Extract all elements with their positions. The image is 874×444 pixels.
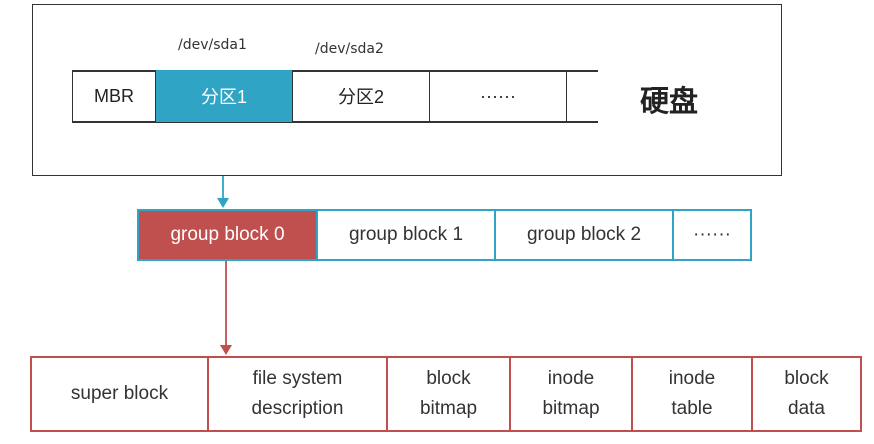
group-block-more: ······ [672,211,750,259]
structure-inode-table-line-1: inode [668,368,716,389]
partition-mbr: MBR [72,70,155,122]
structure-fs-description-line-1: file system [252,368,343,389]
structure-fs-description-line-2: description [251,398,344,419]
disk-title: 硬盘 [640,84,699,118]
partition-1: 分区1 [155,70,292,122]
group-block-row: group block 0 group block 1 group block … [137,209,752,261]
device-label-sda2: /dev/sda2 [315,41,384,57]
group-structure-row: super block file system description bloc… [30,356,862,432]
group-block-0-label: group block 0 [170,224,285,245]
structure-super-block: super block [32,358,207,430]
arrow-group-to-structure [220,261,232,355]
structure-block-data: block data [751,358,860,430]
group-block-2: group block 2 [494,211,672,259]
group-block-1: group block 1 [316,211,494,259]
structure-block-bitmap-line-1: block [426,368,471,389]
device-label-sda1: /dev/sda1 [178,37,247,53]
structure-block-bitmap: block bitmap [386,358,509,430]
structure-inode-bitmap: inode bitmap [509,358,631,430]
structure-fs-description: file system description [207,358,386,430]
structure-inode-bitmap-line-1: inode [547,368,595,389]
structure-block-data-line-1: block [784,368,829,389]
partition-open-end [566,70,598,122]
group-block-more-label: ······ [693,224,731,245]
structure-block-data-line-2: data [788,398,825,419]
partition-2: 分区2 [292,70,429,122]
structure-inode-table: inode table [631,358,751,430]
group-block-0: group block 0 [139,211,316,259]
partition-more-label: ······ [480,85,516,106]
group-block-2-label: group block 2 [526,224,642,245]
partition-more: ······ [429,70,566,122]
structure-inode-table-line-2: table [671,398,713,419]
partition-2-label: 分区2 [337,87,384,107]
structure-block-bitmap-line-2: bitmap [419,398,478,419]
structure-super-block-line-1: super block [70,383,169,404]
partition-1-label: 分区1 [200,87,247,107]
structure-inode-bitmap-line-2: bitmap [542,398,600,419]
partition-mbr-label: MBR [94,85,134,106]
group-block-1-label: group block 1 [348,224,464,245]
